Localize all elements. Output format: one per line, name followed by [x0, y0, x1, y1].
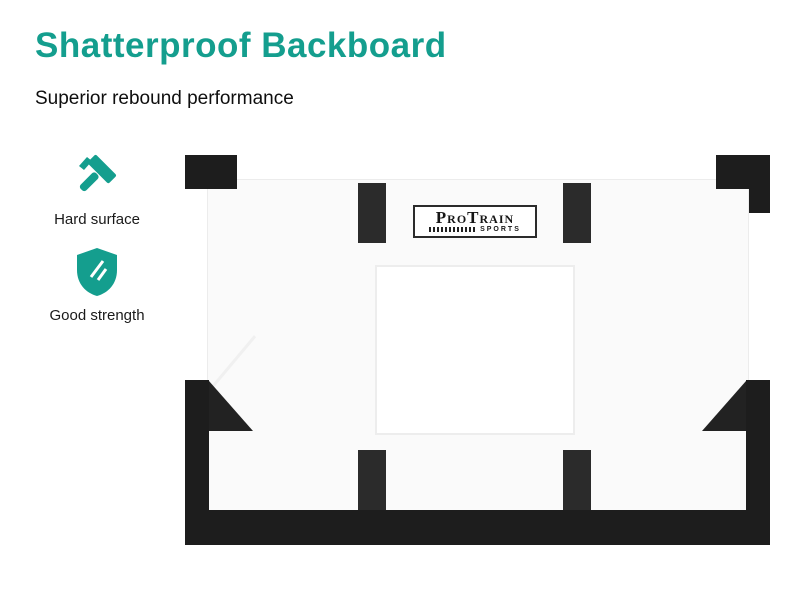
- brand-subline: SPORTS: [429, 226, 521, 233]
- brand-name: ProTrain: [435, 208, 515, 227]
- mount-bracket-bottom-right: [563, 450, 591, 510]
- mount-bracket-top-left: [358, 183, 386, 243]
- page-subtitle: Superior rebound performance: [35, 88, 294, 109]
- backboard-image: ProTrain SPORTS: [185, 155, 770, 545]
- frame-bottom-bar: [185, 510, 770, 545]
- page-title: Shatterproof Backboard: [35, 26, 447, 65]
- feature-good-strength: Good strength: [36, 246, 158, 324]
- feature-hard-surface: Hard surface: [36, 148, 158, 228]
- frame-corner-top-right-side: [749, 155, 770, 213]
- shooter-square: [375, 265, 575, 435]
- brand-stripes-icon: [429, 227, 478, 232]
- frame-corner-top-left: [185, 155, 237, 189]
- feature-label-hard-surface: Hard surface: [54, 211, 140, 228]
- shield-icon: [72, 246, 122, 303]
- feature-label-good-strength: Good strength: [49, 307, 145, 324]
- brand-sub-text: SPORTS: [480, 226, 521, 233]
- brand-logo: ProTrain SPORTS: [413, 205, 537, 238]
- hammer-icon: [69, 148, 125, 207]
- mount-bracket-bottom-left: [358, 450, 386, 510]
- mount-bracket-top-right: [563, 183, 591, 243]
